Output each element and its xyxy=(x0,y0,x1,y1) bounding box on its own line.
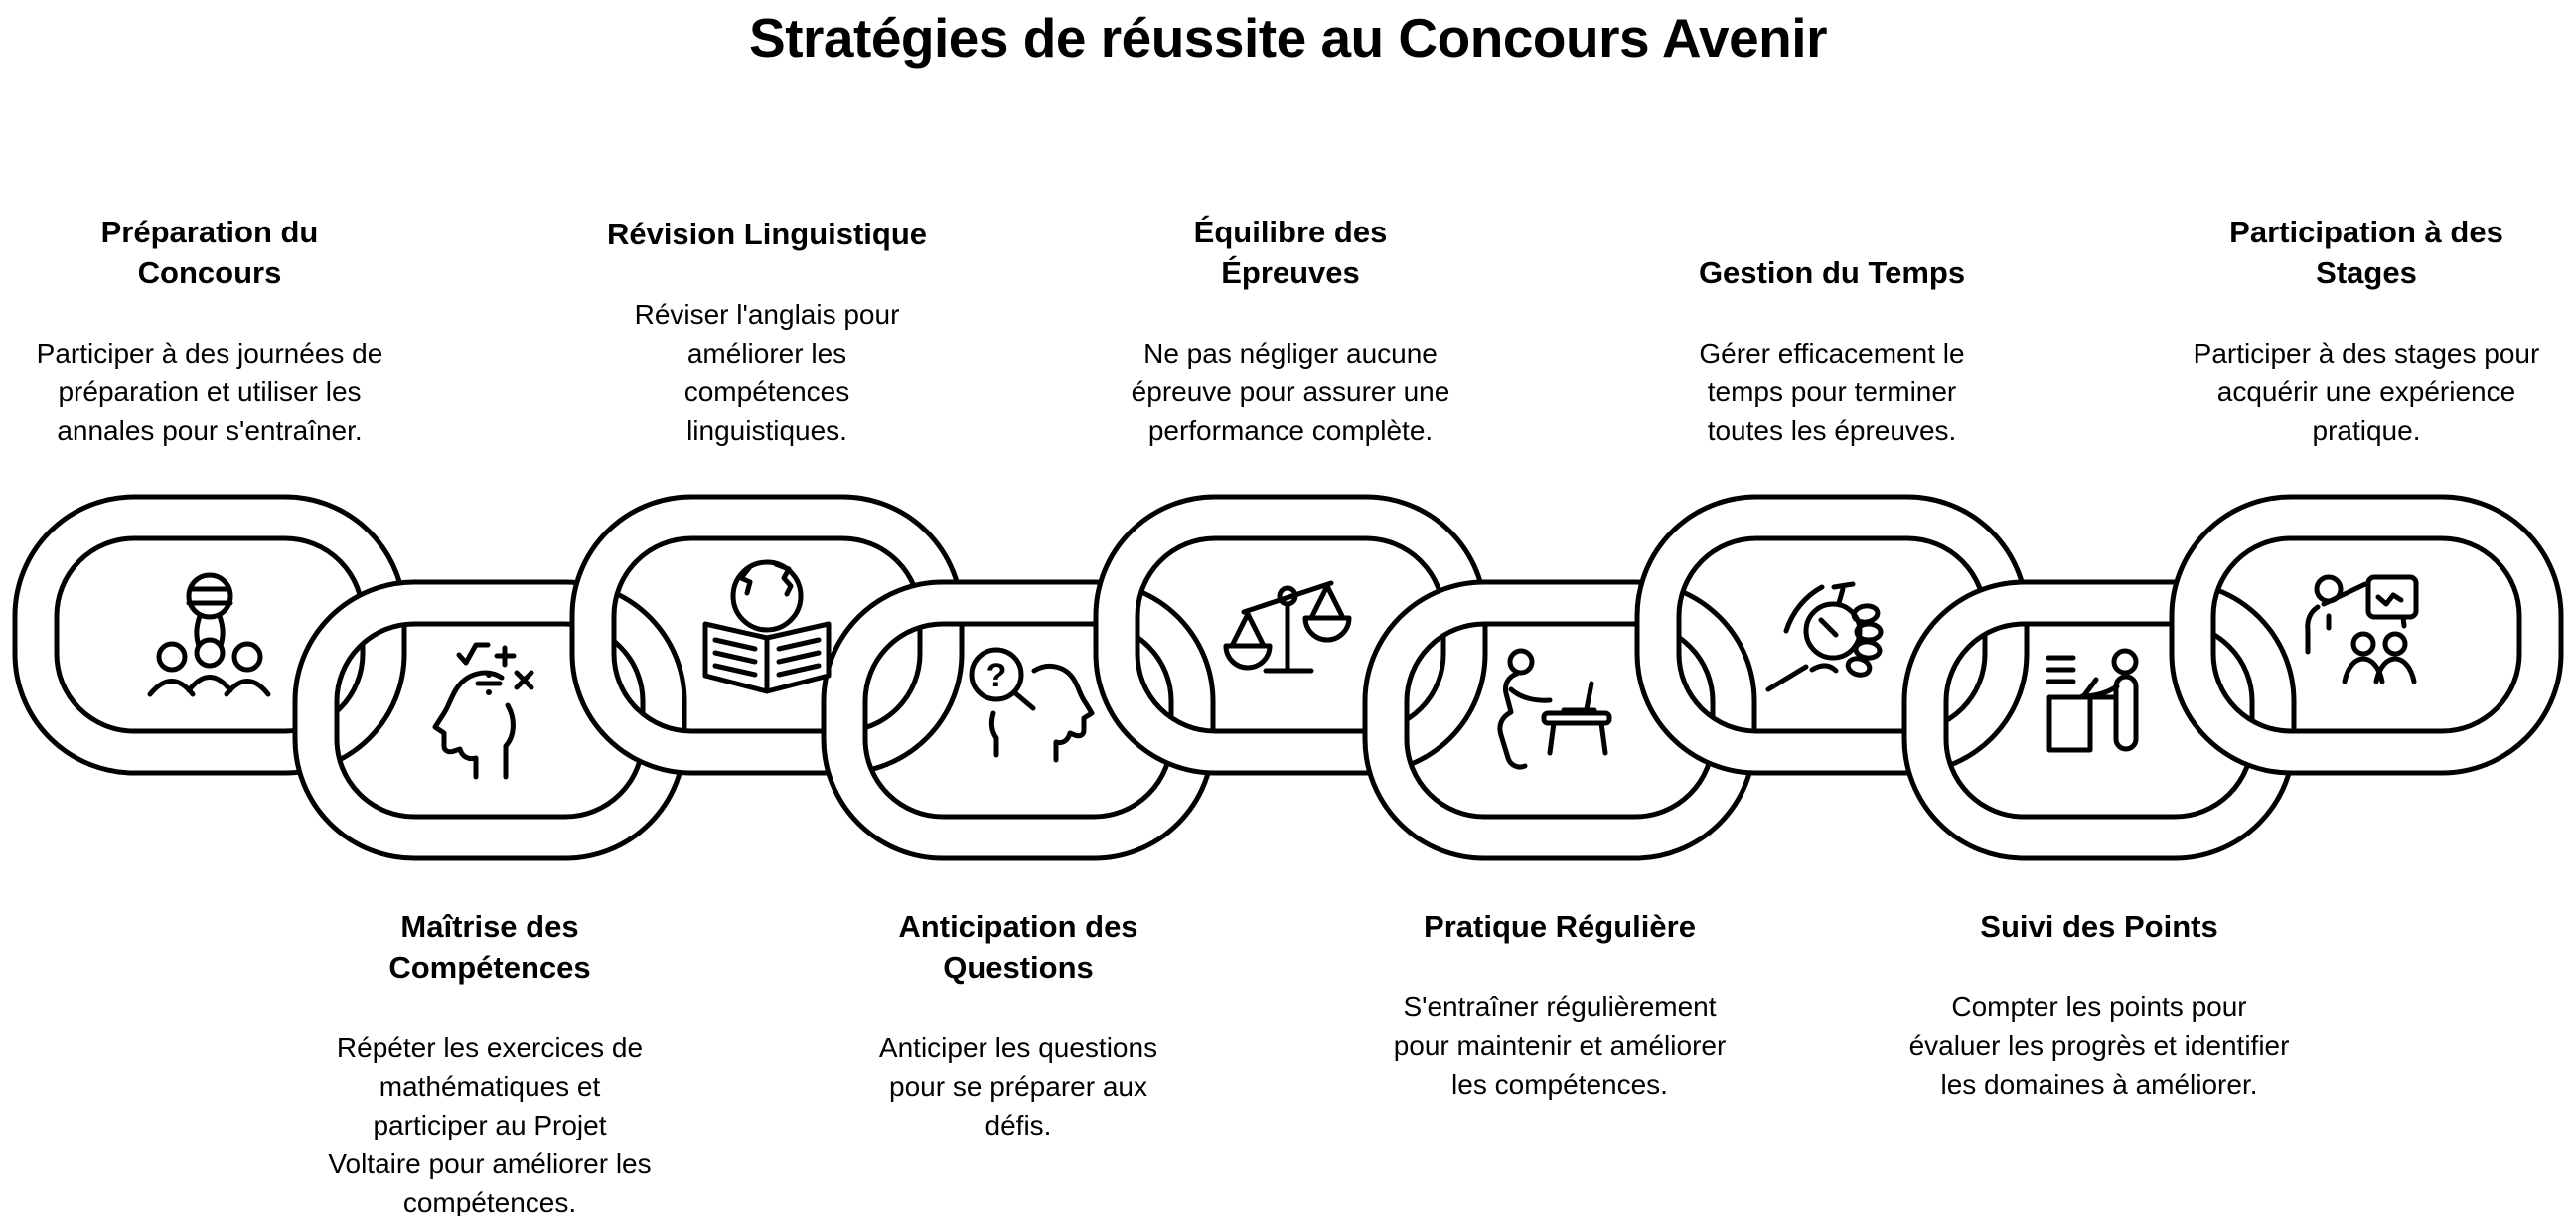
item-description: Participer à des journées de préparation… xyxy=(36,338,383,447)
label-preparation-du-concours: Préparation du Concours Participer à des… xyxy=(36,212,383,451)
person-checklist-icon xyxy=(2046,648,2139,753)
item-title: Maîtrise des Compétences xyxy=(388,909,591,986)
hand-stopwatch-icon xyxy=(1765,581,1884,692)
label-participation-a-des-stages: Participation à des Stages Participer à … xyxy=(2188,212,2545,451)
item-title: Révision Linguistique xyxy=(606,217,928,252)
item-title: Équilibre des Épreuves xyxy=(1193,214,1388,291)
item-title: Anticipation des Questions xyxy=(898,909,1138,986)
chain-diagram: ? xyxy=(0,457,2576,884)
presentation-audience-icon xyxy=(2305,574,2419,684)
audience-globe-icon xyxy=(147,572,271,697)
label-maitrise-des-competences: Maîtrise des Compétences Répéter les exe… xyxy=(306,906,674,1216)
label-gestion-du-temps: Gestion du Temps Gérer efficacement le t… xyxy=(1653,252,2011,451)
item-description: Gérer efficacement le temps pour termine… xyxy=(1699,338,1965,447)
page-title: Stratégies de réussite au Concours Aveni… xyxy=(749,7,1827,69)
book-globe-icon xyxy=(702,559,832,694)
label-suivi-des-points: Suivi des Points Compter les points pour… xyxy=(1905,906,2293,1105)
item-title: Gestion du Temps xyxy=(1698,255,1966,291)
head-math-icon xyxy=(432,642,534,780)
label-revision-linguistique: Révision Linguistique Réviser l'anglais … xyxy=(598,214,936,451)
item-title: Participation à des Stages xyxy=(2229,214,2503,291)
item-description: Anticiper les questions pour se préparer… xyxy=(878,1032,1158,1141)
balance-scale-icon xyxy=(1223,580,1352,674)
svg-text:?: ? xyxy=(986,657,1007,694)
item-description: Participer à des stages pour acquérir un… xyxy=(2193,338,2540,447)
item-description: Ne pas négliger aucune épreuve pour assu… xyxy=(1131,338,1450,447)
item-description: Compter les points pour évaluer les prog… xyxy=(1908,991,2290,1101)
person-desk-icon xyxy=(1497,648,1612,770)
item-description: S'entraîner régulièrement pour maintenir… xyxy=(1393,991,1727,1101)
item-description: Répéter les exercices de mathématiques e… xyxy=(328,1032,652,1216)
label-anticipation-des-questions: Anticipation des Questions Anticiper les… xyxy=(839,906,1197,1145)
head-question-icon: ? xyxy=(969,647,1095,763)
item-title: Pratique Régulière xyxy=(1424,909,1696,944)
item-title: Préparation du Concours xyxy=(100,214,319,291)
label-pratique-reguliere: Pratique Régulière S'entraîner régulière… xyxy=(1371,906,1748,1105)
item-description: Réviser l'anglais pour améliorer les com… xyxy=(634,299,900,447)
item-title: Suivi des Points xyxy=(1980,909,2218,944)
label-equilibre-des-epreuves: Équilibre des Épreuves Ne pas négliger a… xyxy=(1107,212,1474,451)
